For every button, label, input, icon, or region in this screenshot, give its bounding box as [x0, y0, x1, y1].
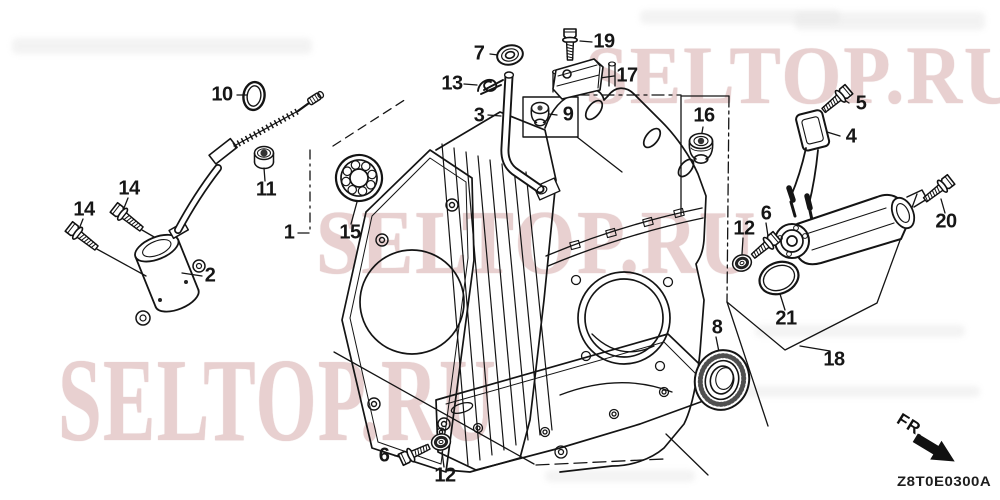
o-ring-10 — [242, 80, 266, 112]
fr-arrow — [912, 433, 955, 462]
cooling-fins — [441, 143, 553, 466]
scan-artifact — [700, 386, 980, 397]
oil-pipe-3 — [500, 71, 561, 201]
scan-artifact — [545, 470, 695, 482]
flange-bolt — [750, 230, 782, 259]
callout-6: 6 — [760, 202, 772, 225]
callout-14: 14 — [73, 198, 95, 221]
flange-bolt — [64, 220, 99, 251]
bottom-flange — [435, 333, 717, 471]
grommet-16 — [688, 132, 714, 165]
callout-5: 5 — [855, 92, 867, 115]
dipstick-tube — [168, 90, 325, 240]
grommet-9 — [530, 101, 550, 127]
callout-12: 12 — [434, 464, 456, 487]
callout-2: 2 — [204, 264, 216, 287]
hex-nut — [253, 145, 275, 170]
ignition-coil — [786, 109, 831, 222]
scan-artifact — [795, 12, 985, 30]
callout-9: 9 — [562, 103, 574, 126]
callout-14: 14 — [118, 177, 140, 200]
callout-3: 3 — [473, 104, 485, 127]
ball-bearing — [334, 153, 384, 203]
watermark-text: SELTOP.RU — [585, 29, 1000, 121]
callout-13: 13 — [441, 72, 463, 95]
oil-seal — [693, 349, 751, 411]
bolt-layer — [64, 28, 956, 467]
callout-19: 19 — [593, 30, 615, 53]
scan-artifact — [640, 10, 840, 24]
callout-box-9 — [522, 96, 579, 138]
flange-bolt — [821, 83, 854, 114]
flange-bolt — [922, 173, 956, 203]
callout-17: 17 — [616, 64, 638, 87]
callout-4: 4 — [845, 125, 857, 148]
engine-mount-arm — [774, 189, 928, 266]
clip-13 — [477, 78, 504, 95]
washer-12 — [430, 433, 452, 451]
callout-18: 18 — [823, 348, 845, 371]
callout-12: 12 — [733, 217, 755, 240]
callout-15: 15 — [339, 221, 361, 244]
callout-8: 8 — [711, 316, 723, 339]
callout-1: 1 — [283, 221, 295, 244]
callout-7: 7 — [473, 42, 485, 65]
o-ring-21 — [758, 260, 800, 296]
scan-artifact — [12, 38, 312, 54]
callout-11: 11 — [255, 178, 277, 201]
washer-12 — [731, 254, 753, 272]
callout-20: 20 — [935, 210, 957, 233]
callout-16: 16 — [693, 104, 715, 127]
flange-bolt — [562, 28, 578, 61]
washer-7 — [496, 44, 524, 66]
cylinder-gasket — [341, 149, 475, 473]
breather-cover — [134, 233, 206, 326]
boundary-line — [309, 94, 918, 476]
callout-10: 10 — [211, 83, 233, 106]
flange-bolt — [109, 201, 144, 232]
callout-6: 6 — [378, 444, 390, 467]
scan-artifact — [755, 325, 965, 337]
diagram-code: Z8T0E0300A — [897, 473, 992, 490]
plate-17 — [552, 58, 604, 100]
watermark-text: SELTOP.RU — [58, 334, 498, 466]
callout-21: 21 — [775, 307, 797, 330]
flange-bolt — [397, 443, 431, 467]
